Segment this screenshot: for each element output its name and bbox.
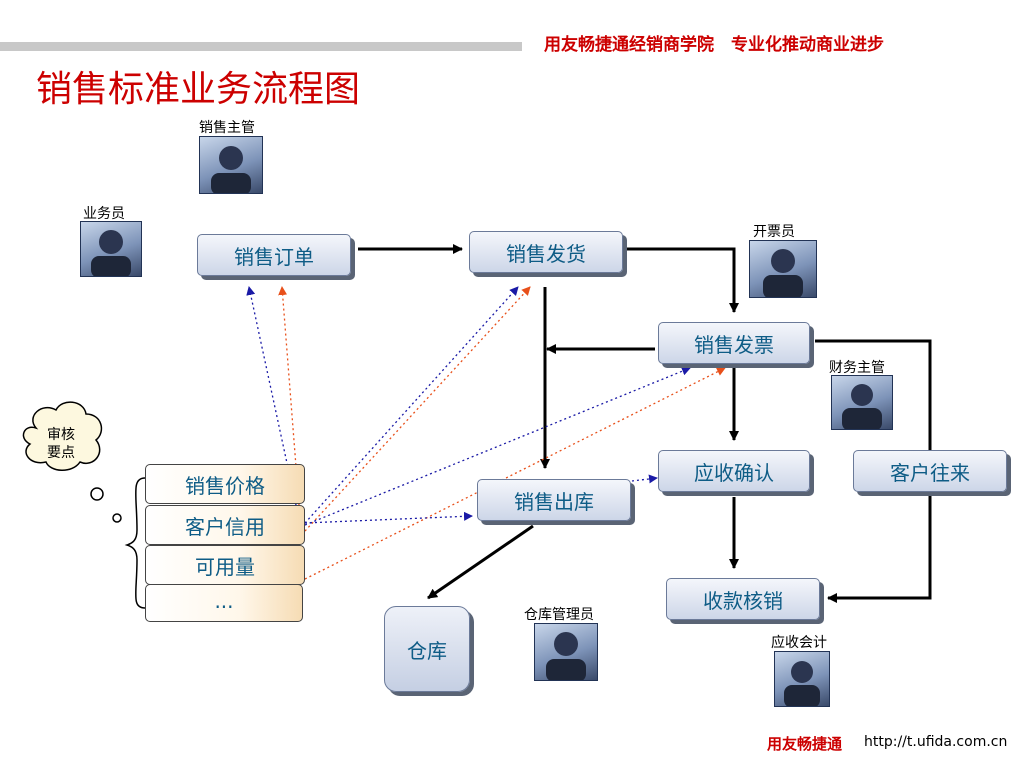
warehouse-box: 仓库 [384, 606, 470, 692]
review-cloud-line-1: 审核 [47, 427, 75, 443]
invoicer-avatar [749, 240, 817, 298]
process-box-payment-writeoff: 收款核销 [666, 578, 820, 620]
salesperson-avatar [80, 221, 142, 277]
role-label-sales-supervisor: 销售主管 [199, 120, 255, 136]
review-item-available-quantity: 可用量 [145, 545, 305, 585]
dotted-link-blue [304, 511, 473, 524]
review-cloud-tail [90, 487, 122, 523]
role-label-invoicer: 开票员 [753, 224, 795, 240]
header-divider-bar [0, 42, 522, 51]
dotted-link-blue [304, 366, 691, 526]
review-cloud [22, 401, 103, 471]
header-slogan: 用友畅捷通经销商学院 专业化推动商业进步 [544, 35, 884, 55]
review-cloud-line-2: 要点 [47, 445, 75, 461]
process-box-sales-delivery: 销售发货 [469, 231, 623, 273]
dotted-link-blue [631, 474, 658, 484]
arrow-outbound-to-warehouse [427, 524, 534, 600]
arrow-delivery-to-invoice [626, 247, 739, 313]
review-item-customer-credit: 客户信用 [145, 505, 305, 545]
role-label-finance-supervisor: 财务主管 [829, 360, 885, 376]
finance-supervisor-avatar [831, 375, 893, 430]
process-box-customer-account: 客户往来 [853, 450, 1007, 492]
warehouse-keeper-avatar [534, 623, 598, 681]
dotted-link-orange [304, 367, 726, 580]
process-box-sales-invoice: 销售发票 [658, 322, 810, 364]
dotted-link-orange [304, 286, 531, 532]
review-item-more: ... [145, 584, 303, 622]
sales-supervisor-avatar [199, 136, 263, 194]
process-box-sales-order: 销售订单 [197, 234, 351, 276]
review-item-sales-price: 销售价格 [145, 464, 305, 504]
receivable-accountant-avatar [774, 651, 830, 707]
role-label-receivable-accountant: 应收会计 [771, 635, 827, 651]
footer-brand-logo: 用友畅捷通 [767, 735, 843, 753]
review-brace [124, 477, 146, 609]
process-box-sales-outbound: 销售出库 [477, 479, 631, 521]
process-box-receivable-confirm: 应收确认 [658, 450, 810, 492]
page-title: 销售标准业务流程图 [36, 69, 361, 110]
dotted-link-blue [246, 286, 297, 506]
role-label-salesperson: 业务员 [83, 206, 125, 222]
review-cloud-label: 审核 要点 [34, 426, 88, 462]
role-label-warehouse-keeper: 仓库管理员 [524, 607, 594, 623]
footer-url[interactable]: http://t.ufida.com.cn [864, 734, 1008, 750]
